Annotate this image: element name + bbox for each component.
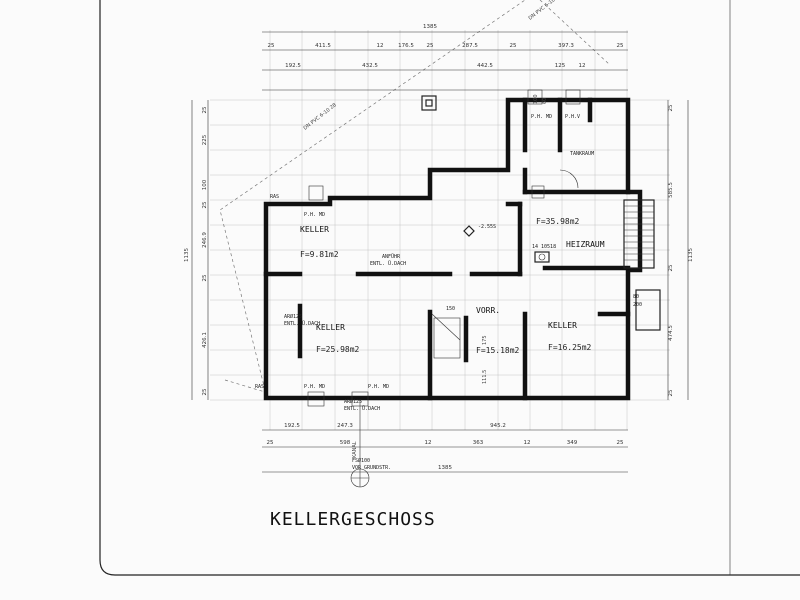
dim-top-9: 25 (617, 43, 624, 49)
dim-left-8: 25 (202, 388, 208, 395)
dim-bot2-1: 25 (267, 440, 274, 446)
dim-bot-total: 1385 (438, 465, 452, 471)
building-walls (263, 97, 643, 401)
dim-bot2-2: 598 (340, 440, 351, 446)
drawing-title: KELLERGESCHOSS (270, 509, 436, 530)
room-keller-2-area: F=25.98m2 (316, 345, 360, 354)
note-14: 14 10518 (532, 244, 556, 250)
dim-bot2-6: 349 (567, 440, 578, 446)
note-80: 80 (633, 294, 639, 300)
left-dimensions: 1135 25 225 100 25 246.9 25 426.1 25 (184, 100, 209, 400)
dim-top2-1: 192.5 (285, 63, 301, 69)
note-level: -2.55S (478, 224, 496, 230)
room-labels: KELLER F=9.81m2 KELLER F=25.98m2 KELLER … (300, 151, 605, 355)
dim-top2-5: 12 (579, 63, 586, 69)
dim-left-total: 1135 (184, 248, 190, 262)
dim-bot2-7: 25 (617, 440, 624, 446)
dim-right-2: 585.5 (668, 182, 674, 198)
note-ras: RAS (270, 194, 279, 200)
note-anfuhr: ANFÜHR (382, 253, 401, 260)
note-vor-grund: VOR GRUNDSTR. (352, 465, 391, 471)
note-arf-2: ARØ125 (344, 398, 362, 405)
dim-left-5: 246.9 (202, 232, 208, 248)
note-175: 175 (482, 335, 488, 345)
room-keller-2-name: KELLER (316, 323, 345, 332)
dim-left-2: 225 (202, 134, 208, 145)
room-vorr-area: F=15.18m2 (476, 346, 520, 355)
dim-bot-3: 945.2 (490, 423, 506, 429)
note-ph-md-1: P.H. MD (304, 212, 325, 218)
dim-top-1: 25 (268, 43, 275, 49)
note-kanal: KANAL (352, 441, 358, 458)
room-heiz-name: HEIZRAUM (566, 240, 605, 249)
bottom-dimensions: 192.5 247.3 945.2 25 598 12 363 12 349 2… (262, 423, 628, 473)
note-ph-md-2: P.H. MD (531, 114, 552, 120)
note-ph-md-4: P.H. MD (368, 384, 389, 390)
note-ph-v: P.H.V (565, 114, 580, 120)
stairs-icon (623, 199, 655, 269)
dim-top2-3: 442.5 (477, 63, 493, 69)
dim-bot-1: 192.5 (284, 423, 300, 429)
dim-top-2: 411.5 (315, 43, 331, 49)
fixtures (307, 89, 661, 488)
room-keller-1-area: F=9.81m2 (300, 250, 339, 259)
level-marker-icon (463, 225, 475, 237)
note-pvc-2: DN PVC 6-10 28 (528, 0, 563, 22)
note-arf: ARØ125 (284, 313, 302, 320)
note-ph-md-3: P.H. MD (304, 384, 325, 390)
note-entl-dach-2: ENTL. Ü.DACH (284, 320, 320, 327)
dim-bot2-4: 363 (473, 440, 484, 446)
top-dimensions: 1385 25 411.5 12 176.5 25 287.5 25 397.3… (262, 24, 628, 91)
chimney-icon (421, 95, 437, 111)
note-entl-o: ENTL. Ü.DACH (344, 405, 380, 412)
dim-right-5: 25 (668, 389, 674, 396)
note-pvc: DN PVC 6-10 28 (303, 102, 338, 131)
room-heiz-area: F=35.98m2 (536, 217, 580, 226)
note-100: 100 (533, 94, 539, 104)
dim-left-4: 25 (202, 201, 208, 208)
note-entl-dach: ENTL. Ü.DACH (370, 260, 406, 267)
dim-left-1: 25 (202, 106, 208, 113)
dim-top-4: 176.5 (398, 43, 414, 49)
dim-right-3: 25 (668, 264, 674, 271)
room-keller-1-name: KELLER (300, 225, 329, 234)
dim-right-total: 1135 (688, 248, 694, 262)
dim-left-7: 426.1 (202, 332, 208, 348)
grid-marker-icon (350, 400, 370, 488)
dim-top2-4: 125 (555, 63, 566, 69)
dim-bot2-3: 12 (425, 440, 432, 446)
note-60: 60 (542, 98, 548, 104)
note-111: 111.5 (482, 370, 488, 384)
dim-top-8: 397.3 (558, 43, 574, 49)
dim-top-6: 287.5 (462, 43, 478, 49)
right-dimensions: 1135 25 585.5 25 474.5 25 (667, 100, 694, 400)
room-keller-3-area: F=16.25m2 (548, 343, 592, 352)
dim-top-3: 12 (377, 43, 384, 49)
room-keller-3-name: KELLER (548, 321, 577, 330)
dim-bot2-5: 12 (524, 440, 531, 446)
note-150: 150 (446, 306, 455, 312)
dim-bot-2: 247.3 (337, 423, 353, 429)
dim-right-1: 25 (668, 104, 674, 111)
dim-top-total: 1385 (423, 24, 437, 30)
dim-top-5: 25 (427, 43, 434, 49)
note-ras-2: RAS (255, 384, 264, 390)
dim-top2-2: 432.5 (362, 63, 378, 69)
dim-left-6: 25 (202, 274, 208, 281)
dim-top-7: 25 (510, 43, 517, 49)
room-vorr-name: VORR. (476, 306, 500, 315)
note-200: 200 (633, 302, 642, 308)
note-fsd: FSØ100 (352, 457, 370, 464)
room-tank-name: TANKRAUM (570, 151, 594, 157)
dim-left-3: 100 (202, 179, 208, 190)
annotations: P.H. MD P.H. MD P.H.V P.H. MD P.H. MD AN… (255, 0, 642, 471)
sheet-border (99, 0, 800, 576)
dim-right-4: 474.5 (668, 325, 674, 341)
